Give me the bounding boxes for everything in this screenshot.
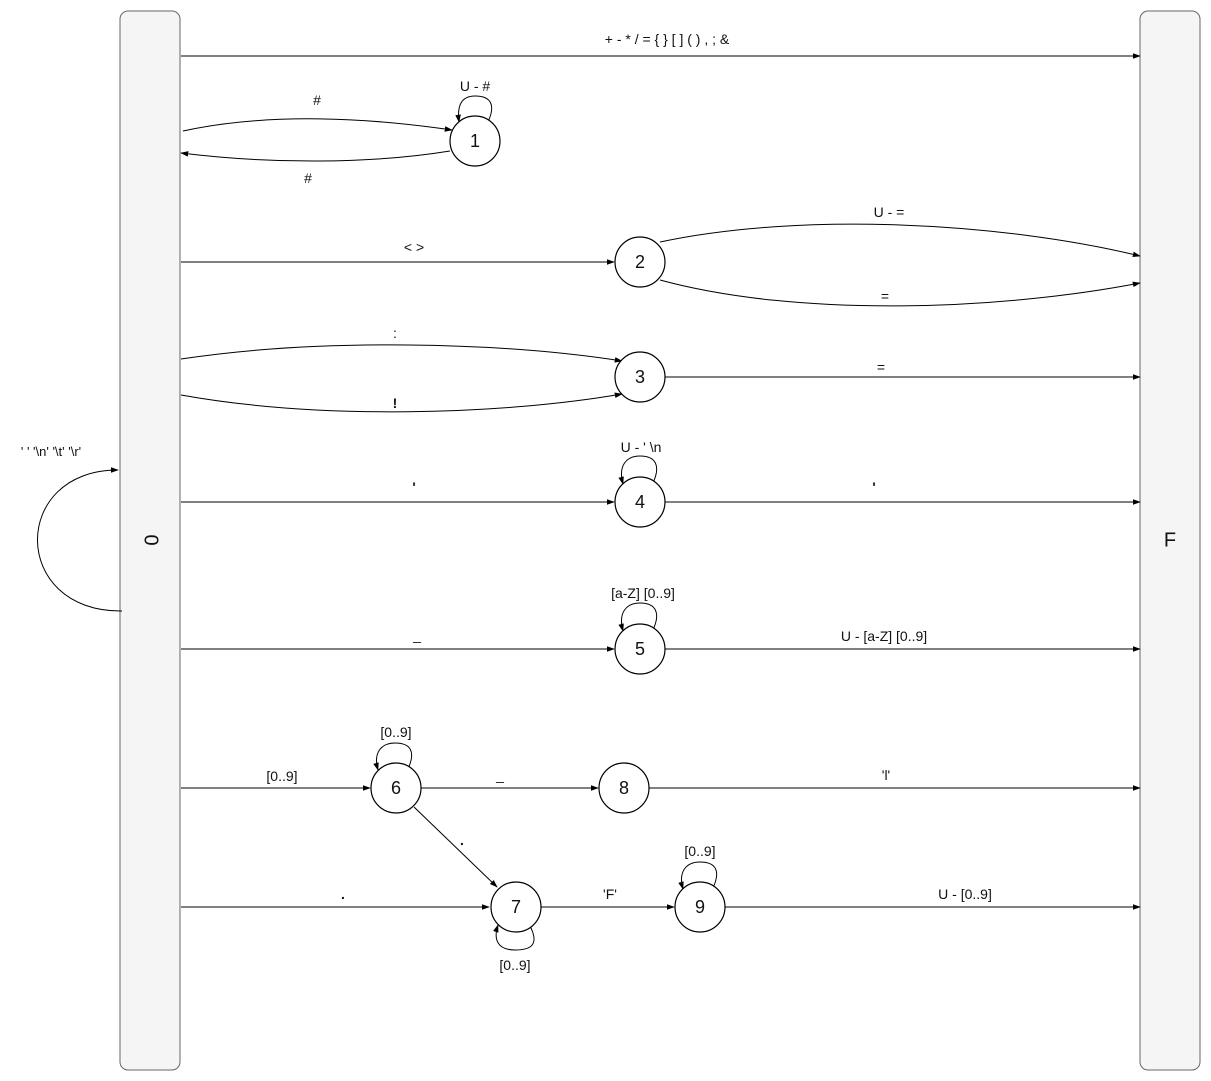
label-loop-6: [0..9] (380, 724, 411, 740)
loop-start (37, 467, 123, 612)
node-5-label: 5 (635, 639, 645, 659)
node-1: 1 (449, 115, 501, 167)
loop-7 (493, 923, 535, 951)
node-8-label: 8 (619, 778, 629, 798)
node-2: 2 (614, 236, 666, 288)
loop-4 (618, 455, 658, 486)
label-start-final: + - * / = { } [ ] ( ) , ; & (605, 31, 730, 47)
label-6-7: . (460, 832, 464, 848)
label-loop-5: [a-Z] [0..9] (611, 585, 675, 601)
label-loop-7: [0..9] (499, 957, 530, 973)
label-start-3-lower: ! (393, 395, 398, 411)
label-3-final: = (877, 359, 885, 375)
edge-2-final-upper (659, 223, 1141, 258)
label-start-4: ' (412, 479, 415, 495)
label-start-5: _ (412, 627, 421, 643)
node-5: 5 (614, 623, 666, 675)
edge-6-7 (413, 806, 498, 888)
start-state-bar: 0 (119, 10, 181, 1071)
label-8-final: 'l' (882, 767, 890, 783)
label-6-8: _ (495, 767, 504, 783)
label-loop-9: [0..9] (684, 843, 715, 859)
label-7-9: 'F' (603, 886, 617, 902)
edge-2-final-lower (659, 279, 1141, 307)
label-2-final-upper: U - = (874, 204, 905, 220)
label-start-6: [0..9] (266, 768, 297, 784)
loop-9 (678, 861, 718, 891)
loop-6 (373, 742, 413, 772)
label-2-final-lower: = (881, 288, 889, 304)
edge-start-3-upper (180, 344, 623, 363)
final-state-bar: F (1139, 10, 1201, 1071)
final-state-label: F (1164, 529, 1176, 551)
label-9-final: U - [0..9] (938, 886, 992, 902)
loop-5 (618, 602, 658, 633)
label-loop-1: U - # (460, 78, 491, 94)
label-start-1: # (313, 92, 321, 108)
loop-1 (455, 95, 493, 125)
start-state-label: 0 (140, 534, 162, 545)
label-start-2: < > (404, 239, 424, 255)
label-start-7: . (341, 886, 345, 902)
label-start-3-upper: : (393, 325, 397, 341)
node-3-label: 3 (635, 367, 645, 387)
label-4-final: ' (872, 479, 875, 495)
node-4: 4 (614, 476, 666, 528)
node-7-label: 7 (511, 897, 521, 917)
label-5-final: U - [a-Z] [0..9] (841, 628, 927, 644)
node-4-label: 4 (635, 492, 645, 512)
label-loop-start: ' ' '\n' '\t' '\r' (21, 444, 81, 459)
node-7: 7 (490, 881, 542, 933)
label-loop-4: U - ' \n (621, 439, 662, 455)
node-8: 8 (598, 762, 650, 814)
edge-1-start (180, 150, 451, 162)
node-6: 6 (370, 762, 422, 814)
node-6-label: 6 (391, 778, 401, 798)
label-1-start: # (304, 170, 312, 186)
node-3: 3 (614, 351, 666, 403)
edge-start-3-lower (180, 392, 623, 413)
edge-start-1 (182, 118, 453, 132)
node-9-label: 9 (695, 897, 705, 917)
node-2-label: 2 (635, 252, 645, 272)
node-1-label: 1 (470, 131, 480, 151)
node-9: 9 (674, 881, 726, 933)
